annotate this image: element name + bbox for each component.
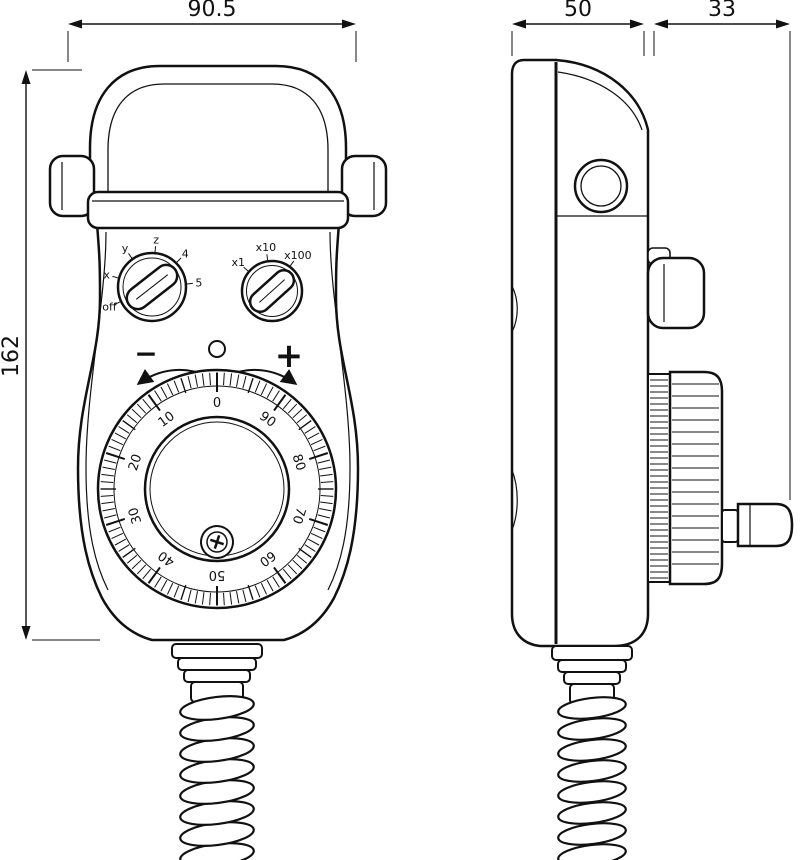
svg-text:80: 80 <box>289 452 308 472</box>
side-grip-notch-lower <box>511 469 518 531</box>
side-selector-knob <box>646 247 706 330</box>
head-band <box>86 190 350 230</box>
side-coiled-cable <box>557 696 627 860</box>
handwheel-side <box>647 370 724 586</box>
svg-text:30: 30 <box>126 505 145 525</box>
front-coiled-cable <box>179 695 255 860</box>
side-view <box>510 58 794 860</box>
svg-text:4: 4 <box>182 247 189 260</box>
dim-crank-length-label: 33 <box>708 0 736 22</box>
dim-front-width: 90.5 <box>67 0 357 62</box>
side-chamfer-line <box>557 71 643 131</box>
svg-text:x100: x100 <box>284 249 312 262</box>
dim-front-height: 162 <box>0 69 100 641</box>
carry-handle-inner-line <box>107 83 329 196</box>
svg-text:0: 0 <box>213 396 221 411</box>
ear-left <box>48 154 96 218</box>
dimension-annotations: 90.5 162 50 33 <box>0 0 791 641</box>
dim-side-depth: 50 <box>511 0 645 56</box>
svg-text:z: z <box>153 234 159 247</box>
ear-right <box>340 154 388 218</box>
svg-text:off: off <box>102 300 117 313</box>
svg-text:x: x <box>103 268 110 281</box>
center-screw <box>200 525 234 559</box>
side-grip-notch-upper <box>511 285 518 333</box>
side-body-outline <box>510 58 650 648</box>
svg-text:x1: x1 <box>232 256 246 269</box>
side-enable-button <box>573 158 629 214</box>
svg-text:50: 50 <box>209 567 226 582</box>
handwheel-side-knurl <box>650 379 719 579</box>
crank-handle <box>721 502 794 548</box>
carry-handle <box>88 64 348 196</box>
side-strain-relief <box>551 645 633 705</box>
dim-side-depth-label: 50 <box>564 0 592 22</box>
svg-text:70: 70 <box>289 505 308 525</box>
dial-tick-marks <box>100 372 334 606</box>
dim-front-height-label: 162 <box>0 335 24 377</box>
svg-text:20: 20 <box>126 452 145 472</box>
svg-text:5: 5 <box>195 276 202 289</box>
led-indicator <box>208 340 226 358</box>
multiplier-selector-labels: x1 x10 x100 <box>232 241 312 272</box>
dim-front-width-label: 90.5 <box>188 0 237 22</box>
svg-text:y: y <box>122 242 129 255</box>
multiplier-selector-knob <box>240 259 304 323</box>
body-inner-contour-left <box>85 231 109 591</box>
body-inner-contour-right <box>327 231 351 591</box>
handwheel-inner-disc <box>143 415 291 563</box>
svg-text:x10: x10 <box>256 241 277 254</box>
axis-selector-labels: off xy z 4 5 <box>102 234 202 314</box>
dim-crank-length: 33 <box>653 0 791 500</box>
plus-label: + <box>275 336 304 376</box>
minus-label: − <box>134 337 157 370</box>
front-strain-relief <box>171 643 263 703</box>
axis-selector-knob <box>116 251 188 323</box>
